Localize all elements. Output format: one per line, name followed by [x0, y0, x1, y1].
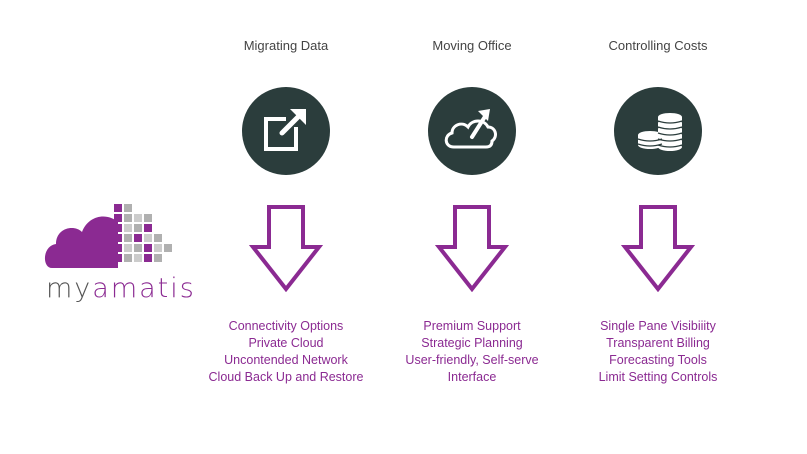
- feature-list: Single Pane Visibiiity Transparent Billi…: [548, 318, 768, 386]
- cloud-logo-icon: [44, 204, 172, 268]
- column-title: Moving Office: [432, 38, 512, 53]
- feature-item: Connectivity Options: [228, 319, 344, 333]
- feature-list: Connectivity Options Private Cloud Uncon…: [176, 318, 396, 386]
- feature-item: User-friendly, Self-serve: [405, 353, 539, 367]
- feature-item: Uncontended Network: [224, 353, 348, 367]
- feature-item: Single Pane Visibiiity: [600, 319, 716, 333]
- feature-item: Cloud Back Up and Restore: [208, 370, 364, 384]
- feature-item: Strategic Planning: [421, 336, 523, 350]
- down-arrow-icon: [621, 205, 695, 292]
- myamatis-logo: [44, 198, 184, 308]
- coin-stack-icon: [614, 87, 702, 175]
- feature-item: Private Cloud: [248, 336, 324, 350]
- logo-wordmark-suffix: amatis: [92, 273, 196, 304]
- column-controlling-costs: Controlling Costs: [568, 0, 748, 454]
- logo-wordmark-prefix: my: [46, 273, 93, 304]
- external-link-icon: [242, 87, 330, 175]
- column-title: Controlling Costs: [608, 38, 708, 53]
- column-moving-office: Moving Office Premium Support Strategic …: [382, 0, 562, 454]
- feature-item: Premium Support: [423, 319, 521, 333]
- feature-item: Transparent Billing: [606, 336, 710, 350]
- feature-item: Interface: [447, 370, 497, 384]
- column-migrating-data: Migrating Data Connectivity Options Priv…: [196, 0, 376, 454]
- down-arrow-icon: [435, 205, 509, 292]
- down-arrow-icon: [249, 205, 323, 292]
- feature-item: Forecasting Tools: [609, 353, 707, 367]
- cloud-upload-icon: [428, 87, 516, 175]
- feature-list: Premium Support Strategic Planning User-…: [362, 318, 582, 386]
- column-title: Migrating Data: [243, 38, 329, 53]
- logo-wordmark: myamatis: [46, 273, 196, 304]
- feature-item: Limit Setting Controls: [598, 370, 718, 384]
